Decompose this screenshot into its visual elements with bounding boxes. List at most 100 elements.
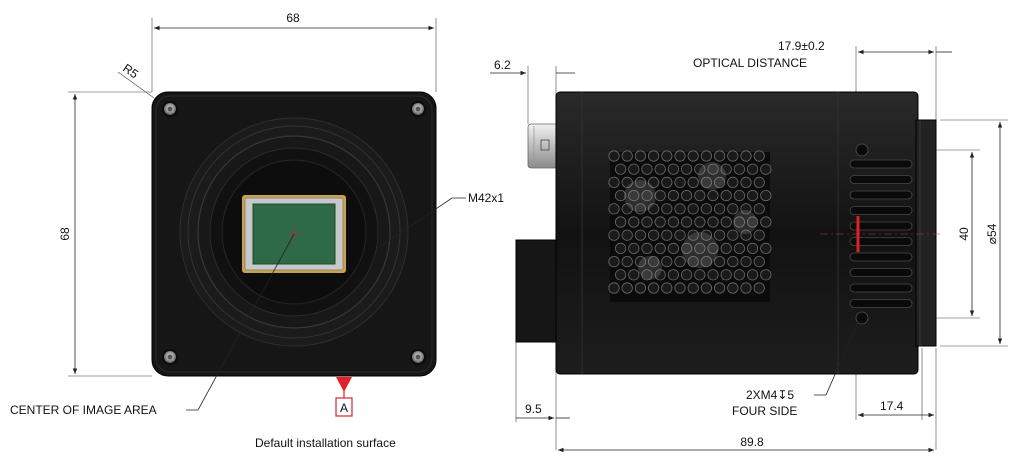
- vent-hole: [661, 229, 673, 241]
- vent-hole: [700, 229, 713, 241]
- vent-hole: [713, 229, 726, 241]
- vent-hole: [667, 163, 680, 175]
- vent-hole: [614, 269, 627, 281]
- vent-hole: [713, 282, 726, 294]
- vent-hole: [680, 269, 693, 281]
- vent-hole: [746, 190, 759, 202]
- vent-hole: [753, 150, 765, 162]
- vent-hole: [641, 269, 653, 281]
- vent-hole: [680, 216, 693, 228]
- vent-hole: [740, 282, 752, 294]
- vent-hole: [674, 203, 686, 215]
- vent-hole: [621, 150, 633, 162]
- vent-hole: [733, 216, 746, 228]
- vent-hole: [733, 242, 746, 254]
- vent-hole: [687, 203, 699, 215]
- dim-54-label: ⌀54: [985, 223, 999, 244]
- vent-hole: [720, 190, 732, 202]
- vent-hole: [760, 216, 772, 228]
- heat-sink-slot: [849, 221, 913, 231]
- optical-distance-label: OPTICAL DISTANCE: [693, 56, 807, 70]
- vent-hole: [647, 176, 660, 188]
- vent-hole: [628, 269, 640, 281]
- fan-blade-hint: [638, 256, 662, 280]
- vent-hole: [621, 229, 633, 241]
- vent-hole: [641, 216, 653, 228]
- vent-hole: [753, 176, 765, 188]
- vent-hole: [753, 203, 765, 215]
- vent-hole: [700, 150, 713, 162]
- vent-hole: [727, 282, 739, 294]
- vent-hole: [760, 269, 772, 281]
- dim-89-8-label: 89.8: [740, 435, 764, 449]
- vent-hole: [628, 216, 640, 228]
- vent-hole: [707, 242, 719, 254]
- thread-label: M42x1: [468, 191, 504, 205]
- vent-hole: [740, 203, 752, 215]
- vent-hole: [733, 269, 746, 281]
- vent-hole: [654, 242, 666, 254]
- vent-hole: [614, 163, 627, 175]
- fan-blade-hint: [733, 210, 757, 234]
- vent-hole: [746, 216, 759, 228]
- vent-hole: [641, 242, 653, 254]
- mount-hole-bottom: [855, 311, 869, 325]
- heat-sink-slot: [849, 283, 913, 293]
- vent-hole: [614, 190, 627, 202]
- vent-hole: [746, 269, 759, 281]
- vent-hole: [661, 203, 673, 215]
- rear-plate: [515, 239, 559, 343]
- vent-hole: [707, 190, 719, 202]
- vent-hole: [713, 150, 726, 162]
- vent-hole: [634, 150, 647, 162]
- heat-sink-slot: [849, 206, 913, 215]
- vent-hole: [647, 229, 660, 241]
- heat-sink-slots: [849, 159, 913, 308]
- vent-hole: [608, 176, 620, 188]
- vent-hole: [634, 229, 647, 241]
- mount-holes-label: 2XM4↧5: [746, 388, 794, 402]
- vent-hole: [720, 163, 732, 175]
- vent-hole: [634, 203, 647, 215]
- mount-hole-top: [855, 143, 869, 157]
- vent-hole: [628, 242, 640, 254]
- dim-17-4-label: 17.4: [880, 399, 904, 413]
- vent-hole: [700, 176, 713, 188]
- vent-hole: [647, 255, 660, 268]
- vent-hole: [674, 176, 686, 188]
- vent-hole: [713, 255, 726, 268]
- vent-hole: [667, 216, 680, 228]
- corner-screw-tl: [162, 101, 178, 117]
- vent-hole: [753, 229, 765, 241]
- vent-hole: [608, 255, 620, 268]
- vent-hole: [621, 203, 633, 215]
- fan-blade-hint: [682, 232, 718, 268]
- four-side-label: FOUR SIDE: [732, 404, 797, 418]
- dim-9-5-label: 9.5: [525, 402, 542, 416]
- vent-hole: [753, 282, 765, 294]
- vent-hole: [733, 190, 746, 202]
- vent-hole: [661, 176, 673, 188]
- corner-screw-bl: [162, 349, 178, 365]
- heat-sink-slot: [849, 252, 913, 262]
- install-surface-label: Default installation surface: [255, 436, 396, 450]
- optical-distance-value: 17.9±0.2: [778, 39, 825, 53]
- lens-flange: [915, 119, 937, 347]
- vent-hole: [667, 269, 680, 281]
- vent-hole: [713, 203, 726, 215]
- heat-sink-slot: [849, 299, 913, 308]
- vent-hole: [740, 176, 752, 188]
- radius-label: R5: [120, 61, 141, 81]
- vent-hole: [720, 216, 732, 228]
- vent-hole: [654, 190, 666, 202]
- heat-sink-slot: [849, 190, 913, 200]
- dim-40-label: 40: [957, 227, 971, 241]
- datum-marker: A: [335, 377, 353, 417]
- vent-hole: [628, 163, 640, 175]
- vent-hole: [674, 229, 686, 241]
- vent-hole: [634, 176, 647, 188]
- heat-sink-slot: [849, 175, 913, 184]
- vent-hole: [727, 203, 739, 215]
- vent-hole: [740, 229, 752, 241]
